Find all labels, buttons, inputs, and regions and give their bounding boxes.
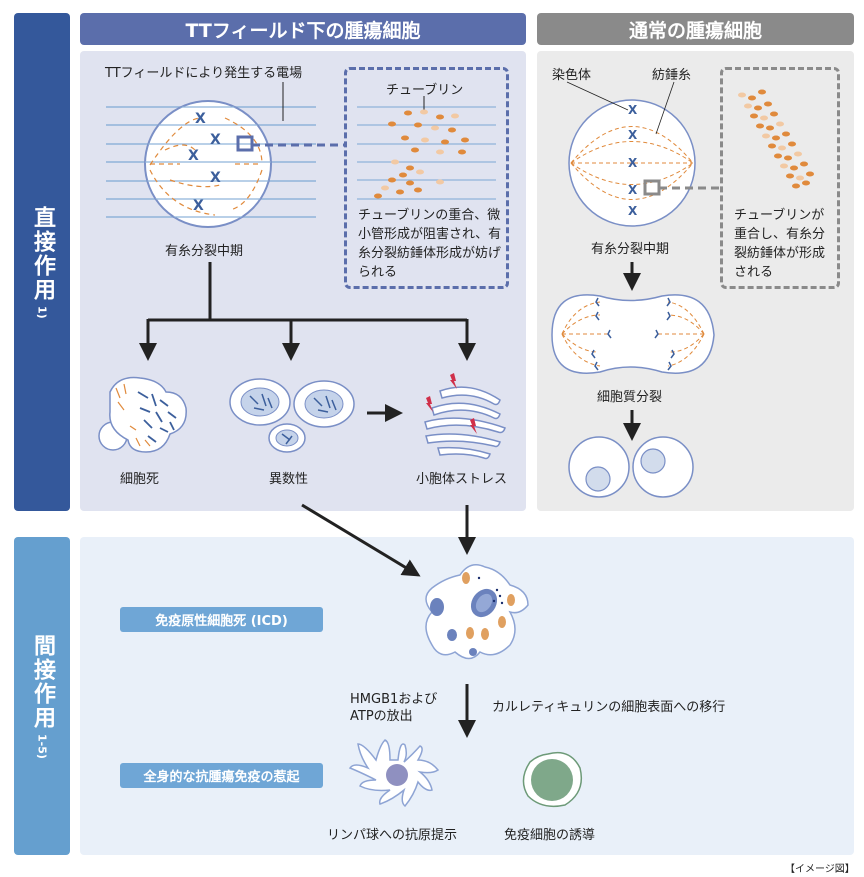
- cytokinesis-label: 細胞質分裂: [597, 390, 663, 405]
- systemic-immunity-tag: 全身的な抗腫瘍免疫の惹起: [120, 763, 323, 788]
- organized-tubulin-illustration: [738, 89, 814, 189]
- tt-fields-header: TTフィールド下の腫瘍細胞: [80, 13, 526, 45]
- normal-metaphase-cell: XXX XX: [566, 81, 720, 227]
- indirect-effect-sidebar: 間接作用 1-5): [14, 537, 70, 855]
- outcome-er-stress: 小胞体ストレス: [416, 472, 508, 487]
- icd-cell-illustration: [425, 564, 529, 660]
- immune-cell-illustration: [522, 751, 583, 808]
- svg-text:X: X: [188, 148, 199, 164]
- svg-text:X: X: [628, 156, 638, 170]
- svg-text:X: X: [628, 128, 638, 142]
- tt-metaphase-cell: XX XXX: [144, 82, 344, 228]
- normal-tumor-header: 通常の腫瘍細胞: [537, 13, 854, 45]
- stress-bolt-icons: [426, 373, 477, 434]
- indirect-effect-ref: 1-5): [35, 733, 49, 759]
- aneuploidy-illustration: [229, 378, 355, 453]
- dendritic-cell-illustration: [348, 739, 440, 808]
- svg-text:X: X: [210, 132, 221, 148]
- tubulin-inhibition-description: チューブリンの重合、微小管形成が阻害され、有糸分裂紡錘体形成が妨げられる: [358, 208, 502, 280]
- cytokinesis-cell: [551, 294, 715, 374]
- image-note: 【イメージ図】: [785, 864, 855, 875]
- electric-field-label: TTフィールドにより発生する電場: [105, 66, 303, 81]
- outcome-aneuploidy: 異数性: [269, 472, 309, 487]
- tubulin-label: チューブリン: [386, 83, 464, 98]
- outcome-cell-death: 細胞死: [120, 472, 160, 487]
- spindle-label: 紡錘糸: [652, 68, 692, 83]
- svg-text:X: X: [210, 170, 221, 186]
- hmgb1-release-label-line2: ATPの放出: [350, 709, 413, 724]
- tubulin-polymerization-inset: [720, 67, 840, 289]
- svg-text:X: X: [193, 198, 204, 214]
- tubulin-polymerization-description: チューブリンが重合し、有糸分裂紡錘体が形成される: [734, 208, 826, 280]
- indirect-effect-label: 間接作用: [30, 633, 55, 730]
- direct-effect-ref: 1): [35, 305, 49, 319]
- antigen-presentation-label: リンパ球への抗原提示: [327, 828, 458, 843]
- svg-text:X: X: [628, 183, 638, 197]
- er-stress-illustration: [424, 373, 506, 460]
- immune-cell-induction-label: 免疫細胞の誘導: [504, 828, 596, 843]
- svg-text:X: X: [628, 204, 638, 218]
- tubulin-inhibition-inset: [344, 67, 509, 289]
- chromosome-label: 染色体: [552, 68, 592, 83]
- normal-metaphase-label: 有糸分裂中期: [591, 242, 670, 257]
- daughter-cells: [568, 436, 694, 498]
- direct-effect-sidebar: 直接作用 1): [14, 13, 70, 511]
- calreticulin-label: カルレティキュリンの細胞表面への移行: [492, 700, 726, 715]
- hmgb1-release-label-line1: HMGB1および: [350, 692, 438, 707]
- disrupted-tubulin-illustration: [357, 96, 496, 200]
- svg-text:X: X: [195, 111, 206, 127]
- cell-death-illustration: [98, 376, 187, 453]
- outcome-branch-arrows: [139, 262, 476, 422]
- icd-tag: 免疫原性細胞死 (ICD): [120, 607, 323, 632]
- arrow-aneuploidy-to-icd: [301, 503, 421, 577]
- direct-effect-label: 直接作用: [30, 205, 55, 302]
- svg-text:X: X: [628, 103, 638, 117]
- tt-metaphase-label: 有糸分裂中期: [165, 244, 244, 259]
